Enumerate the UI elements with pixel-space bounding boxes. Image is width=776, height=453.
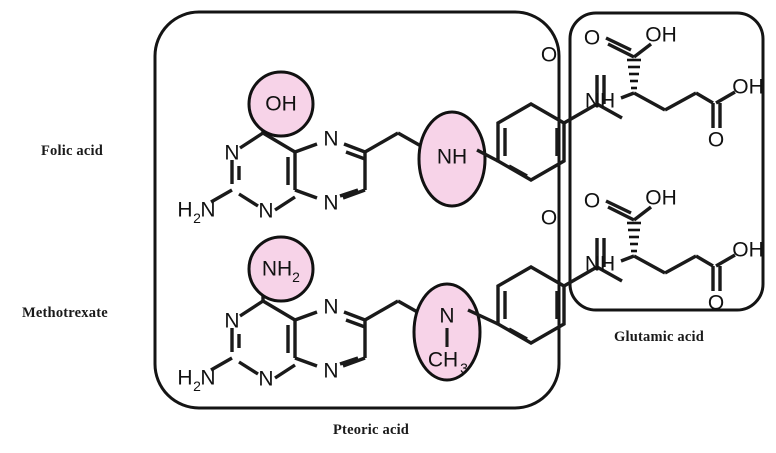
- folic-n5-label: N: [323, 128, 338, 151]
- folic-h2n-h: H: [177, 199, 192, 222]
- folic-acid-structure: N N N N H 2 N OH: [177, 24, 763, 227]
- mtx-amino-4-highlight: NH 2: [247, 235, 315, 303]
- mtx-stereo-hash: [627, 221, 641, 253]
- folic-glutamate: O OH OH O: [584, 24, 764, 152]
- mtx-n5-label: N: [323, 296, 338, 319]
- folic-hydroxyl-highlight: OH: [247, 70, 315, 138]
- folic-benzene-ring: [496, 102, 566, 182]
- mtx-h2n-h: H: [177, 367, 192, 390]
- mtx-acid1-o-label: O: [584, 190, 600, 213]
- mtx-n3-label: N: [224, 310, 239, 333]
- pteroic-acid-caption: Pteoric acid: [333, 422, 410, 438]
- folic-acid-row-label: Folic acid: [41, 143, 104, 159]
- folic-pteridine-ring: N N N N: [224, 128, 367, 223]
- folic-amide-nh-label: NH: [585, 90, 615, 113]
- mtx-amide-group: O NH: [541, 207, 623, 288]
- mtx-acid2-oh-label: OH: [732, 239, 764, 262]
- mtx-amino-2-group: H 2 N: [177, 356, 233, 394]
- mtx-n1-label: N: [258, 368, 273, 391]
- mtx-n-methyl-highlight: N CH 3: [412, 282, 499, 382]
- folic-amide-group: O NH: [541, 44, 623, 125]
- folic-stereo-hash: [627, 58, 641, 90]
- mtx-amide-nh-label: NH: [585, 253, 615, 276]
- grouping-boxes: [153, 10, 765, 410]
- methotrexate-row-label: Methotrexate: [22, 305, 108, 321]
- mtx-amide-o-label: O: [541, 207, 557, 230]
- mtx-acid2-o-label: O: [708, 292, 724, 315]
- mtx-nh2-sub: 2: [292, 269, 300, 285]
- mtx-glutamate: O OH OH O: [584, 187, 764, 315]
- folic-n8-label: N: [323, 192, 338, 215]
- mtx-nh2-label: NH: [262, 258, 292, 281]
- folic-acid2-oh-label: OH: [732, 76, 764, 99]
- mtx-acid1-oh-label: OH: [645, 187, 677, 210]
- mtx-n-bridge-label: N: [439, 305, 454, 328]
- folic-acid1-o-label: O: [584, 27, 600, 50]
- methotrexate-structure: N N N N H 2 N NH 2: [177, 187, 763, 395]
- mtx-ch3-label: CH: [428, 349, 458, 372]
- glutamic-acid-caption: Glutamic acid: [614, 329, 704, 345]
- mtx-pteridine-ring: N N N N: [224, 296, 367, 391]
- folic-h2n-n: N: [200, 199, 215, 222]
- folic-n1-label: N: [258, 200, 273, 223]
- folic-nh-highlight-ellipse: [417, 110, 487, 208]
- pteroic-acid-box: [153, 10, 561, 410]
- mtx-benzene-ring: [496, 265, 566, 345]
- mtx-h2n-2: 2: [193, 378, 201, 394]
- folic-oh-highlight-circle: [247, 70, 315, 138]
- folic-nh-bridge-highlight: NH: [417, 110, 499, 208]
- glutamic-acid-box: [568, 11, 765, 312]
- folic-nh-bridge-label: NH: [437, 146, 467, 169]
- mtx-n8-label: N: [323, 360, 338, 383]
- folic-acid1-oh-label: OH: [645, 24, 677, 47]
- mtx-h2n-n: N: [200, 367, 215, 390]
- mtx-nh2-highlight-circle: [247, 235, 315, 303]
- folic-n3-label: N: [224, 142, 239, 165]
- folic-amide-o-label: O: [541, 44, 557, 67]
- folic-amino-2-group: H 2 N: [177, 188, 233, 226]
- folic-oh-label: OH: [265, 93, 297, 116]
- folic-acid2-o-label: O: [708, 129, 724, 152]
- mtx-ch3-sub: 3: [460, 360, 468, 376]
- folic-h2n-2: 2: [193, 210, 201, 226]
